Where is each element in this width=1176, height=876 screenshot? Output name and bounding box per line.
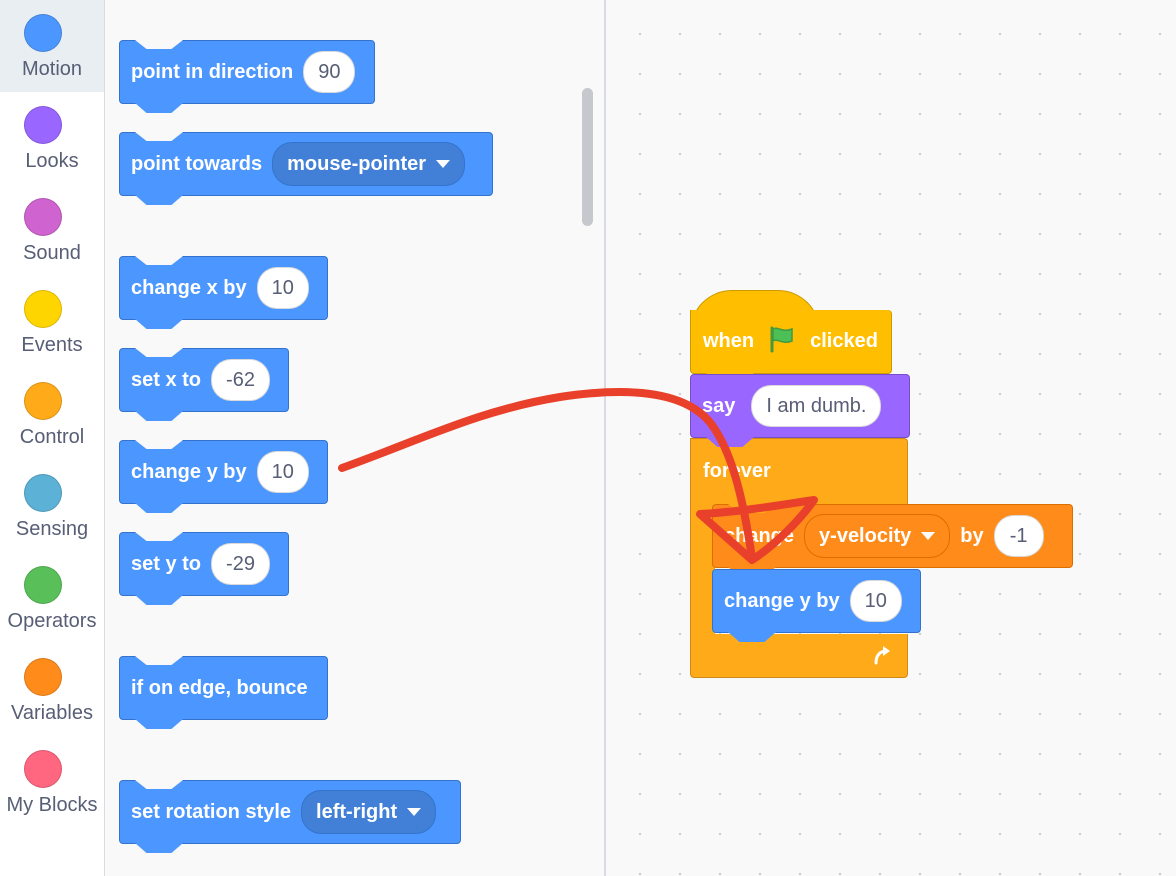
block-label: change x by <box>131 276 247 299</box>
dropdown-caret-icon <box>436 160 451 168</box>
change-y-block[interactable]: change y by 10 <box>119 440 328 513</box>
block-label: change y by <box>131 460 247 483</box>
say-text-input[interactable]: I am dumb. <box>751 385 882 427</box>
block-tab <box>135 103 183 113</box>
block-tab <box>135 719 183 729</box>
dropdown-caret-icon <box>407 808 422 816</box>
target-dropdown[interactable]: mouse-pointer <box>272 142 466 186</box>
block-label: set rotation style <box>131 800 292 823</box>
direction-input[interactable]: 90 <box>303 51 356 93</box>
category-label: My Blocks <box>6 794 98 816</box>
block-notch <box>135 256 183 265</box>
dropdown-value: mouse-pointer <box>287 152 427 175</box>
category-control[interactable]: Control <box>0 368 104 460</box>
set-rotation-style-block[interactable]: set rotation style left-right <box>119 780 461 853</box>
dropdown-caret-icon <box>921 532 936 540</box>
block-label: point in direction <box>131 60 294 83</box>
green-flag-icon <box>768 325 796 359</box>
category-label: Sound <box>23 242 81 264</box>
block-label: change <box>724 524 795 547</box>
block-label: say <box>702 394 736 417</box>
say-block[interactable]: say I am dumb. <box>690 374 910 447</box>
block-notch <box>135 40 183 49</box>
my-blocks-category-icon <box>24 750 62 788</box>
sound-category-icon <box>24 198 62 236</box>
variables-category-icon <box>24 658 62 696</box>
category-my-blocks[interactable]: My Blocks <box>0 736 104 828</box>
category-label: Events <box>21 334 83 356</box>
category-menu: Motion Looks Sound Events Control Sensin… <box>0 0 105 876</box>
block-label: set y to <box>131 552 202 575</box>
category-variables[interactable]: Variables <box>0 644 104 736</box>
set-y-input[interactable]: -29 <box>211 543 270 585</box>
palette-scrollbar[interactable] <box>582 88 593 226</box>
block-label: set x to <box>131 368 202 391</box>
forever-footer <box>690 634 908 678</box>
block-tab <box>135 595 183 605</box>
block-tab <box>728 632 776 642</box>
block-tab <box>135 503 183 513</box>
block-tab <box>135 843 183 853</box>
change-x-block[interactable]: change x by 10 <box>119 256 328 329</box>
hat-body: when clicked <box>690 310 892 383</box>
category-label: Sensing <box>15 518 89 540</box>
block-notch <box>135 348 183 357</box>
set-y-block[interactable]: set y to -29 <box>119 532 289 605</box>
block-notch <box>135 656 183 665</box>
dropdown-value: left-right <box>316 800 398 823</box>
looks-category-icon <box>24 106 62 144</box>
category-events[interactable]: Events <box>0 276 104 368</box>
point-in-direction-block[interactable]: point in direction 90 <box>119 40 375 113</box>
when-label: when <box>703 330 755 352</box>
category-label: Operators <box>7 610 97 632</box>
variable-dropdown[interactable]: y-velocity <box>804 514 951 558</box>
change-variable-block[interactable]: change y-velocity by -1 <box>712 504 1073 577</box>
block-label: if on edge, bounce <box>131 676 308 699</box>
loop-arrow-icon <box>874 646 890 665</box>
category-operators[interactable]: Operators <box>0 552 104 644</box>
sensing-category-icon <box>24 474 62 512</box>
set-x-input[interactable]: -62 <box>211 359 270 401</box>
block-notch <box>135 532 183 541</box>
change-y-input[interactable]: 10 <box>256 451 309 493</box>
forever-label: forever <box>703 460 771 482</box>
category-sensing[interactable]: Sensing <box>0 460 104 552</box>
category-label: Motion <box>21 58 83 80</box>
script-change-y-block[interactable]: change y by 10 <box>712 569 921 642</box>
forever-header: forever <box>690 438 908 504</box>
motion-category-icon <box>24 14 62 52</box>
block-label: point towards <box>131 152 263 175</box>
rotation-style-dropdown[interactable]: left-right <box>301 790 437 834</box>
category-sound[interactable]: Sound <box>0 184 104 276</box>
block-notch <box>135 780 183 789</box>
category-label: Control <box>19 426 85 448</box>
operators-category-icon <box>24 566 62 604</box>
category-label: Looks <box>25 150 79 172</box>
block-label: change y by <box>724 589 840 612</box>
point-towards-block[interactable]: point towards mouse-pointer <box>119 132 493 205</box>
if-on-edge-bounce-block[interactable]: if on edge, bounce <box>119 656 328 729</box>
block-tab <box>135 195 183 205</box>
category-looks[interactable]: Looks <box>0 92 104 184</box>
block-tab <box>135 319 183 329</box>
block-notch <box>135 440 183 449</box>
when-flag-clicked-block[interactable]: when clicked <box>690 290 892 383</box>
dropdown-value: y-velocity <box>819 524 912 547</box>
control-category-icon <box>24 382 62 420</box>
category-label: Variables <box>11 702 93 724</box>
block-notch <box>135 132 183 141</box>
block-tab <box>135 411 183 421</box>
change-x-input[interactable]: 10 <box>256 267 309 309</box>
by-label: by <box>960 524 984 547</box>
events-category-icon <box>24 290 62 328</box>
category-motion[interactable]: Motion <box>0 0 104 92</box>
change-amount-input[interactable]: -1 <box>993 515 1044 557</box>
set-x-block[interactable]: set x to -62 <box>119 348 289 421</box>
block-notch <box>728 504 776 513</box>
clicked-label: clicked <box>810 330 878 352</box>
change-y-input[interactable]: 10 <box>849 580 902 622</box>
